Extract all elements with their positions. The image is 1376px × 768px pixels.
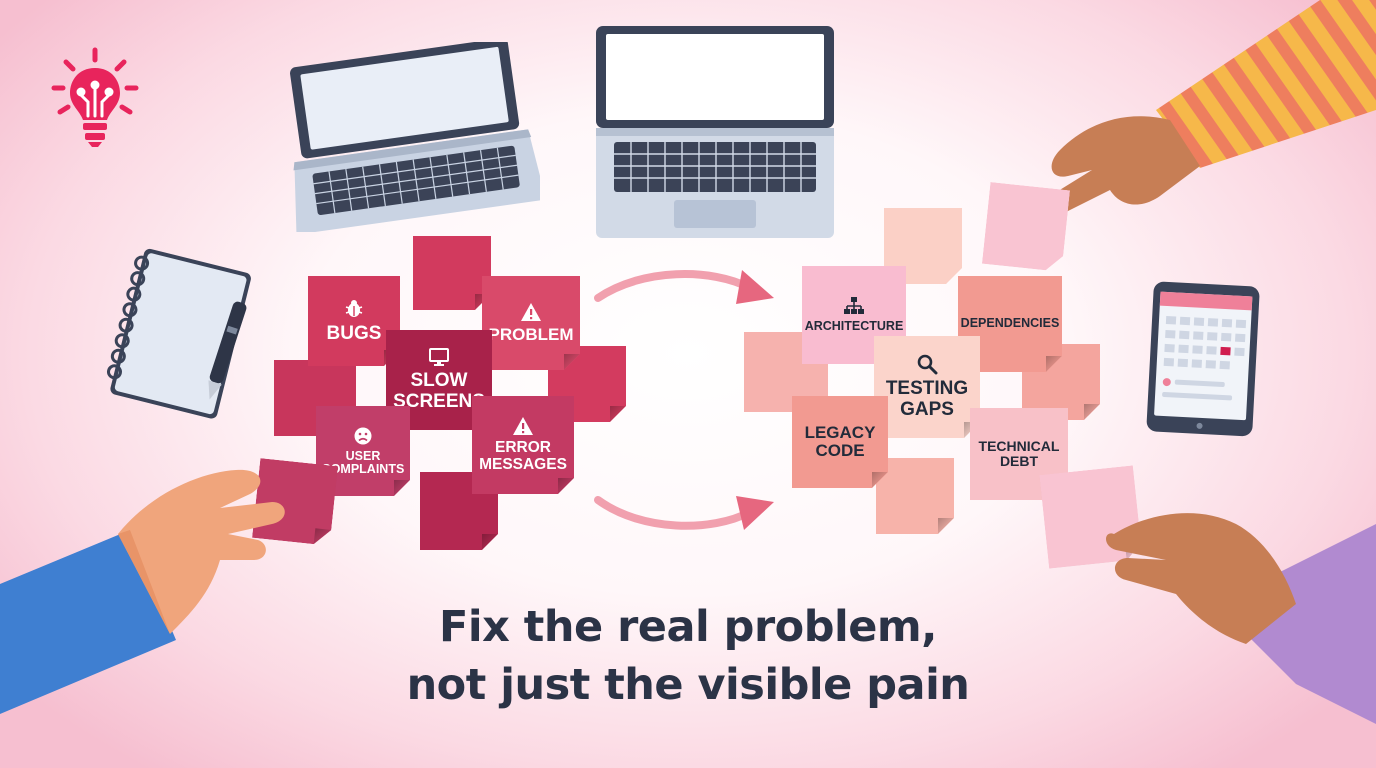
lightbulb-icon (51, 47, 139, 147)
hand-icon (1044, 0, 1376, 217)
note-label: TESTING (885, 378, 969, 400)
note-dependencies: DEPENDENCIES (958, 276, 1062, 372)
hand-icon (0, 469, 285, 714)
note-label: LEGACY (804, 422, 876, 442)
warning-icon (512, 416, 534, 436)
note-architecture: ARCHITECTURE (802, 266, 906, 364)
monitor-icon (428, 347, 450, 367)
note-label: GAPS (900, 399, 954, 420)
sad-face-icon (353, 426, 373, 446)
pen-icon (208, 301, 247, 400)
sticky-note (982, 182, 1070, 272)
note-label: COMPLAINTS (321, 462, 405, 476)
note-bugs: BUGS (308, 276, 400, 366)
note-label: DEBT (999, 453, 1039, 469)
note-label: SCREENS (393, 391, 485, 412)
arrow-icon (594, 270, 774, 304)
note-label: TECHNICAL (978, 437, 1060, 454)
bug-icon (343, 298, 365, 320)
tablet-icon (1146, 281, 1260, 437)
laptop-icon (596, 26, 834, 238)
note-label: CODE (815, 441, 865, 460)
note-label: MESSAGES (479, 456, 567, 473)
laptop-icon (290, 42, 540, 232)
note-label: ERROR (495, 439, 551, 457)
note-label: SLOW (410, 370, 468, 392)
note-label: PROBLEM (488, 324, 574, 344)
note-label: BUGS (326, 322, 382, 344)
note-problem: PROBLEM (482, 276, 580, 370)
note-testing-gaps: TESTING GAPS (874, 336, 980, 438)
note-label: ARCHITECTURE (804, 319, 904, 334)
note-legacy-code: LEGACY CODE (792, 396, 888, 488)
sticky-note (413, 236, 491, 310)
arrow-icon (594, 496, 774, 530)
hand-icon (1106, 513, 1376, 724)
note-error-messages: ERROR MESSAGES (472, 396, 574, 494)
headline: Fix the real problem, not just the visib… (288, 598, 1088, 714)
headline-line-1: Fix the real problem, (438, 602, 938, 652)
note-label: DEPENDENCIES (960, 316, 1060, 331)
note-label: USER (345, 448, 381, 463)
hierarchy-icon (843, 296, 865, 316)
headline-line-2: not just the visible pain (406, 660, 970, 710)
magnifier-icon (916, 353, 938, 375)
warning-icon (520, 302, 542, 322)
